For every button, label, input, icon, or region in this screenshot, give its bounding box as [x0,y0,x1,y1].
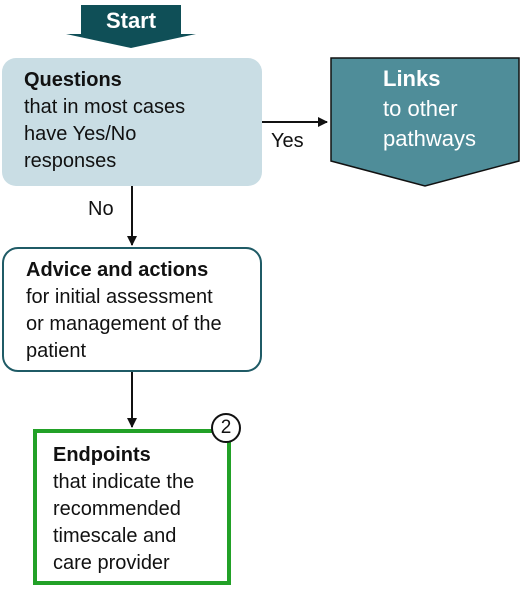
start-label: Start [105,8,157,33]
questions-node: Questions that in most cases have Yes/No… [2,58,262,186]
advice-node: Advice and actions for initial assessmen… [2,247,262,372]
questions-title: Questions [24,69,122,91]
endpoints-body: that indicate the recommended timescale … [53,471,195,574]
edge-label-no: No [88,198,114,220]
links-title: Links [383,66,441,91]
questions-body: that in most cases have Yes/No responses [24,96,186,172]
advice-body: for initial assessment or management of … [26,286,222,362]
links-body: to other pathways [383,96,476,151]
edge-label-yes: Yes [271,130,304,152]
links-text: Links to other pathways [383,64,513,154]
endpoints-node: Endpoints that indicate the recommended … [33,429,231,585]
endpoints-number-badge: 2 [211,413,241,443]
endpoints-title: Endpoints [53,444,151,466]
advice-title: Advice and actions [26,259,209,281]
